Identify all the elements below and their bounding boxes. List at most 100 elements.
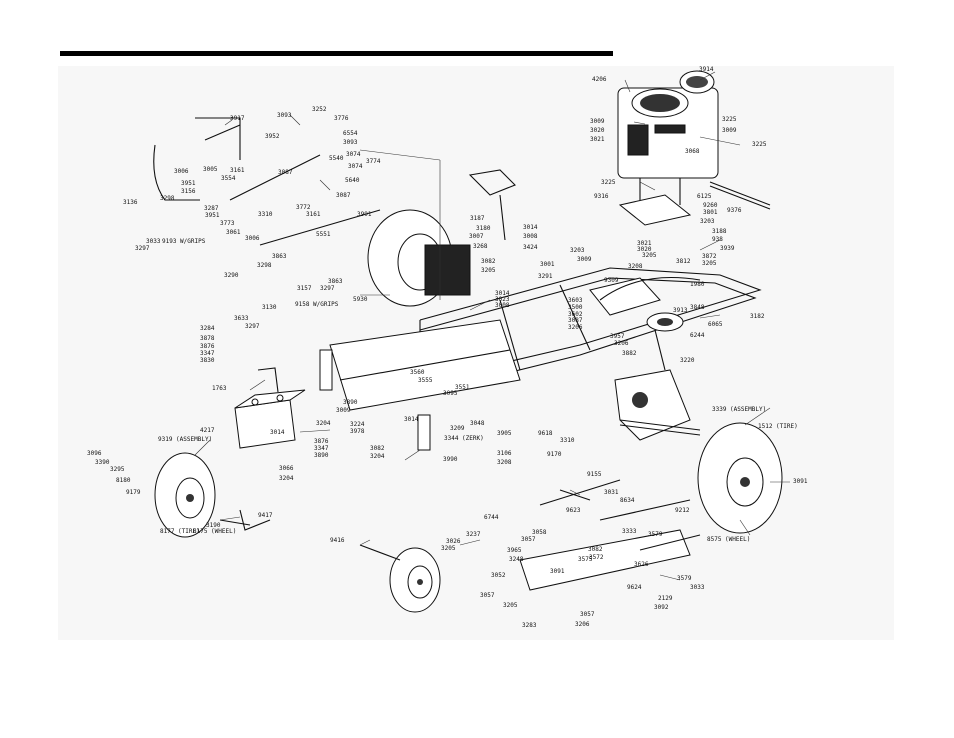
callout: 8180 xyxy=(116,477,131,484)
callout: 3914 xyxy=(699,66,714,73)
callout: 3560 xyxy=(410,369,425,376)
callout: 3951 xyxy=(181,180,196,187)
callout: 3014 xyxy=(404,416,419,423)
callout: 9179 xyxy=(126,489,141,496)
callout: 3014 xyxy=(495,290,510,297)
callout: 3006 xyxy=(245,235,260,242)
callout: 3939 xyxy=(720,245,735,252)
callout: 3957 xyxy=(610,333,625,340)
callout: 3066 xyxy=(279,465,294,472)
callout: 3008 xyxy=(523,233,538,240)
callout: 3187 xyxy=(470,215,485,222)
callout: 3863 xyxy=(328,278,343,285)
callout: 3773 xyxy=(220,220,235,227)
callout: 9260 xyxy=(703,202,718,209)
callout: 3182 xyxy=(750,313,765,320)
callout: 3190 xyxy=(206,522,221,529)
callout: 3206 xyxy=(575,621,590,628)
callout: 3291 xyxy=(538,273,553,280)
callout: 3087 xyxy=(336,192,351,199)
callout: 3009 xyxy=(722,127,737,134)
callout: 1980 xyxy=(690,281,705,288)
callout: 8575 (WHEEL) xyxy=(707,536,750,543)
rear-wheel-left xyxy=(367,209,471,307)
callout: 3237 xyxy=(466,531,481,538)
callout: 3023 xyxy=(495,296,510,303)
callout: 1763 xyxy=(212,385,227,392)
callout: 3283 xyxy=(522,622,537,629)
callout: 3074 xyxy=(348,163,363,170)
callout: 3057 xyxy=(521,536,536,543)
leader-lines xyxy=(194,71,790,581)
lift-handle-upper xyxy=(153,117,241,201)
callout: 3252 xyxy=(312,106,327,113)
callout: 3204 xyxy=(279,475,294,482)
callout: 3008 xyxy=(495,302,510,309)
callout: 3009 xyxy=(577,256,592,263)
callout: 3876 xyxy=(200,343,215,350)
callout: 3058 xyxy=(532,529,547,536)
callout: 3812 xyxy=(676,258,691,265)
callout: 6744 xyxy=(484,514,499,521)
callout: 3001 xyxy=(540,261,555,268)
callout: 3952 xyxy=(265,133,280,140)
callout: 9155 xyxy=(587,471,602,478)
callout: 5540 xyxy=(329,155,344,162)
callout: 3633 xyxy=(234,315,249,322)
callout: 3007 xyxy=(469,233,484,240)
callout: 4217 xyxy=(200,427,215,434)
callout: 3130 xyxy=(262,304,277,311)
callout: 3905 xyxy=(497,430,512,437)
top-rule xyxy=(60,51,613,56)
callout: 3208 xyxy=(497,459,512,466)
callout: 3830 xyxy=(200,357,215,364)
callout: 3225 xyxy=(752,141,767,148)
callout: 3347 xyxy=(314,445,329,452)
callout: 3082 xyxy=(588,546,603,553)
callout: 3057 xyxy=(480,592,495,599)
callout: 3020 xyxy=(590,127,605,134)
callout: 3333 xyxy=(622,528,637,535)
callout: 3087 xyxy=(568,317,583,324)
lift-rod xyxy=(229,154,381,246)
callout: 3205 xyxy=(503,602,518,609)
callout: 3579 xyxy=(648,531,663,538)
front-wheel-left xyxy=(154,452,216,538)
callout: 3095 xyxy=(443,390,458,397)
callout: 3188 xyxy=(712,228,727,235)
callout: 9158 W/GRIPS xyxy=(295,301,339,308)
callout: 3203 xyxy=(700,218,715,225)
rear-wheel-right xyxy=(697,422,783,534)
callout: 3225 xyxy=(601,179,616,186)
callout: 3204 xyxy=(370,453,385,460)
callout: 3297 xyxy=(245,323,260,330)
callout: 3310 xyxy=(258,211,273,218)
callout: 8175 (WHEEL) xyxy=(193,528,236,535)
callout: 3951 xyxy=(205,212,220,219)
callout: 9417 xyxy=(258,512,273,519)
callout: 3965 xyxy=(507,547,522,554)
callout: 9212 xyxy=(675,507,690,514)
callout: 2129 xyxy=(658,595,673,602)
engine xyxy=(617,70,719,205)
callout: 3776 xyxy=(334,115,349,122)
callout: 3205 xyxy=(702,260,717,267)
callout: 3014 xyxy=(523,224,538,231)
callout: 3344 (ZERK) xyxy=(444,435,484,442)
callout: 3602 xyxy=(568,311,583,318)
callout: 3863 xyxy=(272,253,287,260)
callout: 3161 xyxy=(306,211,321,218)
callout: 3157 xyxy=(297,285,312,292)
callout: 3551 xyxy=(455,384,470,391)
callout: 3203 xyxy=(570,247,585,254)
callout: 3048 xyxy=(470,420,485,427)
callout: 3555 xyxy=(418,377,433,384)
callout: 3033 xyxy=(146,238,161,245)
callout: 3890 xyxy=(314,452,329,459)
callout: 6125 xyxy=(697,193,712,200)
callout: 3295 xyxy=(110,466,125,473)
callout: 3603 xyxy=(568,297,583,304)
callout: 3180 xyxy=(476,225,491,232)
callout: 3991 xyxy=(357,211,372,218)
callout: 3424 xyxy=(523,244,538,251)
